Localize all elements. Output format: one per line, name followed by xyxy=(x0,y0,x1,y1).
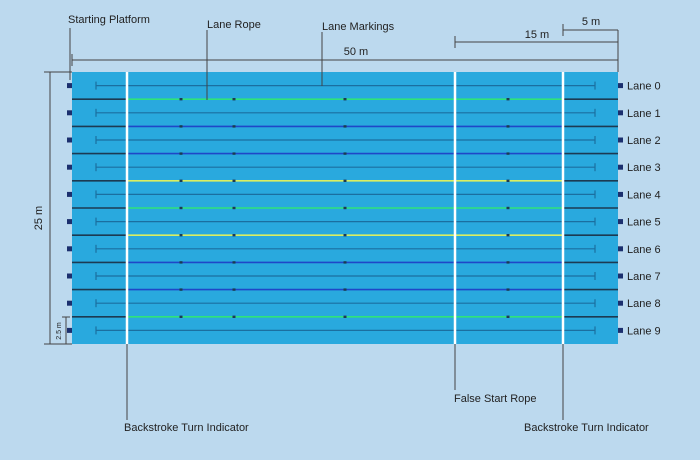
lane-marking xyxy=(95,81,596,90)
lane-label: Lane 3 xyxy=(627,162,661,174)
length-label: 50 m xyxy=(344,46,368,58)
lane-marking xyxy=(95,108,596,117)
starting-platform xyxy=(67,137,72,143)
lane-rope xyxy=(72,234,618,237)
lane-rope xyxy=(72,125,618,128)
length-dimension xyxy=(71,30,619,72)
width-label: 25 m xyxy=(33,206,45,230)
lane-rope xyxy=(72,315,618,318)
lane-markings-layer xyxy=(95,81,596,335)
starting-platform xyxy=(67,300,72,306)
starting-platform xyxy=(67,327,72,333)
starting-platform xyxy=(67,246,72,252)
lane-label: Lane 4 xyxy=(627,189,661,201)
lane-rope-label: Lane Rope xyxy=(207,19,261,31)
turn-platform xyxy=(618,327,623,333)
lane-label: Lane 5 xyxy=(627,217,661,229)
lane-edge-dimension xyxy=(62,316,70,344)
lane-marking xyxy=(95,190,596,199)
lane-rope xyxy=(72,261,618,264)
turn-platform xyxy=(618,110,623,116)
turn-platform xyxy=(618,219,623,225)
lane-rope xyxy=(72,152,618,155)
lane-label: Lane 8 xyxy=(627,298,661,310)
lane-rope xyxy=(72,98,618,101)
turn-platform xyxy=(618,300,623,306)
lane-marking xyxy=(95,299,596,308)
width-dimension xyxy=(44,71,72,345)
turn-platform xyxy=(618,191,623,197)
starting-platform xyxy=(67,191,72,197)
lane-ropes xyxy=(72,98,618,318)
lane-marking xyxy=(95,163,596,172)
lane-marking xyxy=(95,244,596,253)
false-start-distance-label: 15 m xyxy=(525,29,549,41)
lane-label: Lane 6 xyxy=(627,244,661,256)
lane-rope xyxy=(72,288,618,291)
lane-rope xyxy=(72,206,618,210)
starting-platform xyxy=(67,219,72,225)
lane-label: Lane 0 xyxy=(627,81,661,93)
starting-platforms xyxy=(67,83,623,333)
turn-platform xyxy=(618,273,623,279)
backstroke-dimension xyxy=(562,24,618,36)
backstroke-distance-label: 5 m xyxy=(582,16,600,28)
turn-platform xyxy=(618,164,623,170)
starting-platform xyxy=(67,110,72,116)
lane-labels: Lane 0 Lane 1 Lane 2 Lane 3 Lane 4 Lane 5 Lane… xyxy=(627,81,661,338)
starting-platform xyxy=(67,83,72,89)
lane-edge-label: 2.5 m xyxy=(56,322,63,340)
lane-rope xyxy=(72,179,618,182)
lane-marking xyxy=(95,272,596,280)
lane-markings-label: Lane Markings xyxy=(322,21,395,33)
backstroke-left-label: Backstroke Turn Indicator xyxy=(124,422,249,434)
false-start-rope-label: False Start Rope xyxy=(454,393,537,405)
lane-marking xyxy=(95,326,596,335)
turn-platform xyxy=(618,246,623,252)
starting-platform-label: Starting Platform xyxy=(68,14,150,26)
false-start-dimension xyxy=(454,36,618,48)
callout-lines xyxy=(69,28,564,420)
starting-platform xyxy=(67,273,72,279)
lane-label: Lane 1 xyxy=(627,108,661,120)
turn-platform xyxy=(618,83,623,89)
lane-label: Lane 2 xyxy=(627,135,661,147)
lane-marking xyxy=(95,136,596,144)
lane-label: Lane 7 xyxy=(627,271,661,283)
lane-label: Lane 9 xyxy=(627,325,661,337)
turn-platform xyxy=(618,137,623,143)
backstroke-right-label: Backstroke Turn Indicator xyxy=(524,422,649,434)
starting-platform xyxy=(67,164,72,170)
lane-marking xyxy=(95,217,596,226)
